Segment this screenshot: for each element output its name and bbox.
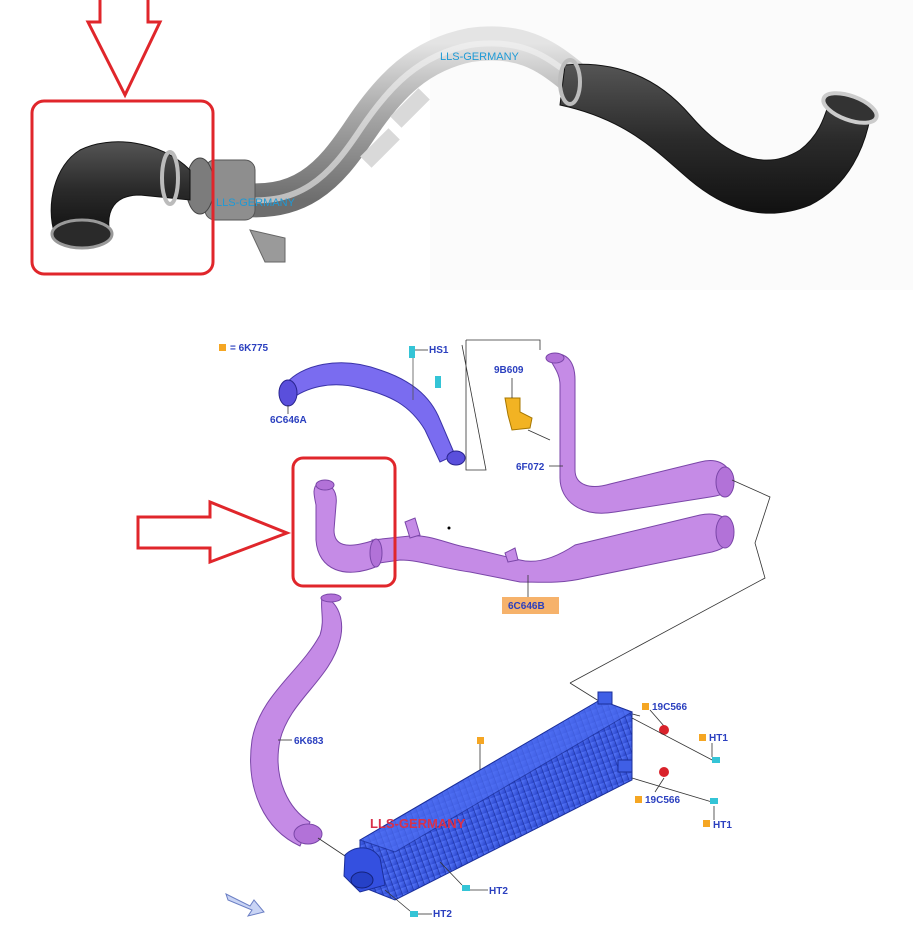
label-6C646B-highlight	[502, 597, 559, 614]
label-HT1-top: HT1	[709, 733, 728, 744]
legend-marker-cooler	[477, 737, 484, 744]
label-9B609: 9B609	[494, 365, 524, 376]
legend-text: = 6K775	[230, 343, 269, 354]
label-6F072: 6F072	[516, 462, 545, 473]
highlight-box-photo	[30, 99, 215, 276]
right-arrow-icon	[136, 499, 292, 565]
pipe-6F072	[547, 353, 733, 514]
pipe-bracket-small	[404, 517, 421, 539]
label-6C646A: 6C646A	[270, 415, 307, 426]
parts-diagram: = 6K775 6C646A HS1 9B609 6F072	[136, 339, 771, 920]
clip-19C566-top	[659, 725, 669, 735]
photo-watermark-mid: LLS-GERMANY	[216, 197, 296, 209]
label-6C646B: 6C646B	[508, 601, 545, 612]
highlight-box-diagram	[291, 456, 397, 588]
label-19C566-bottom: 19C566	[645, 795, 680, 806]
hose-6K683	[250, 596, 343, 847]
pipe-6C646B	[371, 513, 733, 583]
label-HT2-top: HT2	[489, 886, 508, 897]
photo-watermark-top: LLS-GERMANY	[440, 51, 520, 63]
legend-square-icon	[219, 344, 226, 351]
label-19C566-top: 19C566	[652, 702, 687, 713]
down-arrow-icon	[85, 0, 163, 99]
hose-clamp-right	[821, 91, 879, 125]
clip-19C566-bottom	[659, 767, 669, 777]
direction-arrow-icon	[225, 893, 265, 917]
label-HT2-bottom: HT2	[433, 909, 452, 920]
label-HS1: HS1	[429, 345, 449, 356]
product-photo: LLS-GERMANY LLS-GERMANY	[30, 0, 913, 290]
rubber-elbow-hose	[50, 141, 191, 236]
elbow-hose-highlighted	[313, 482, 379, 573]
bracket-9B609	[504, 397, 533, 431]
pipe-bracket	[249, 229, 286, 263]
pipe-6C646A	[284, 362, 456, 463]
label-6K683: 6K683	[294, 736, 324, 747]
label-HT1-bottom: HT1	[713, 820, 732, 831]
diagram-watermark: LLS-GERMANY	[370, 816, 466, 831]
